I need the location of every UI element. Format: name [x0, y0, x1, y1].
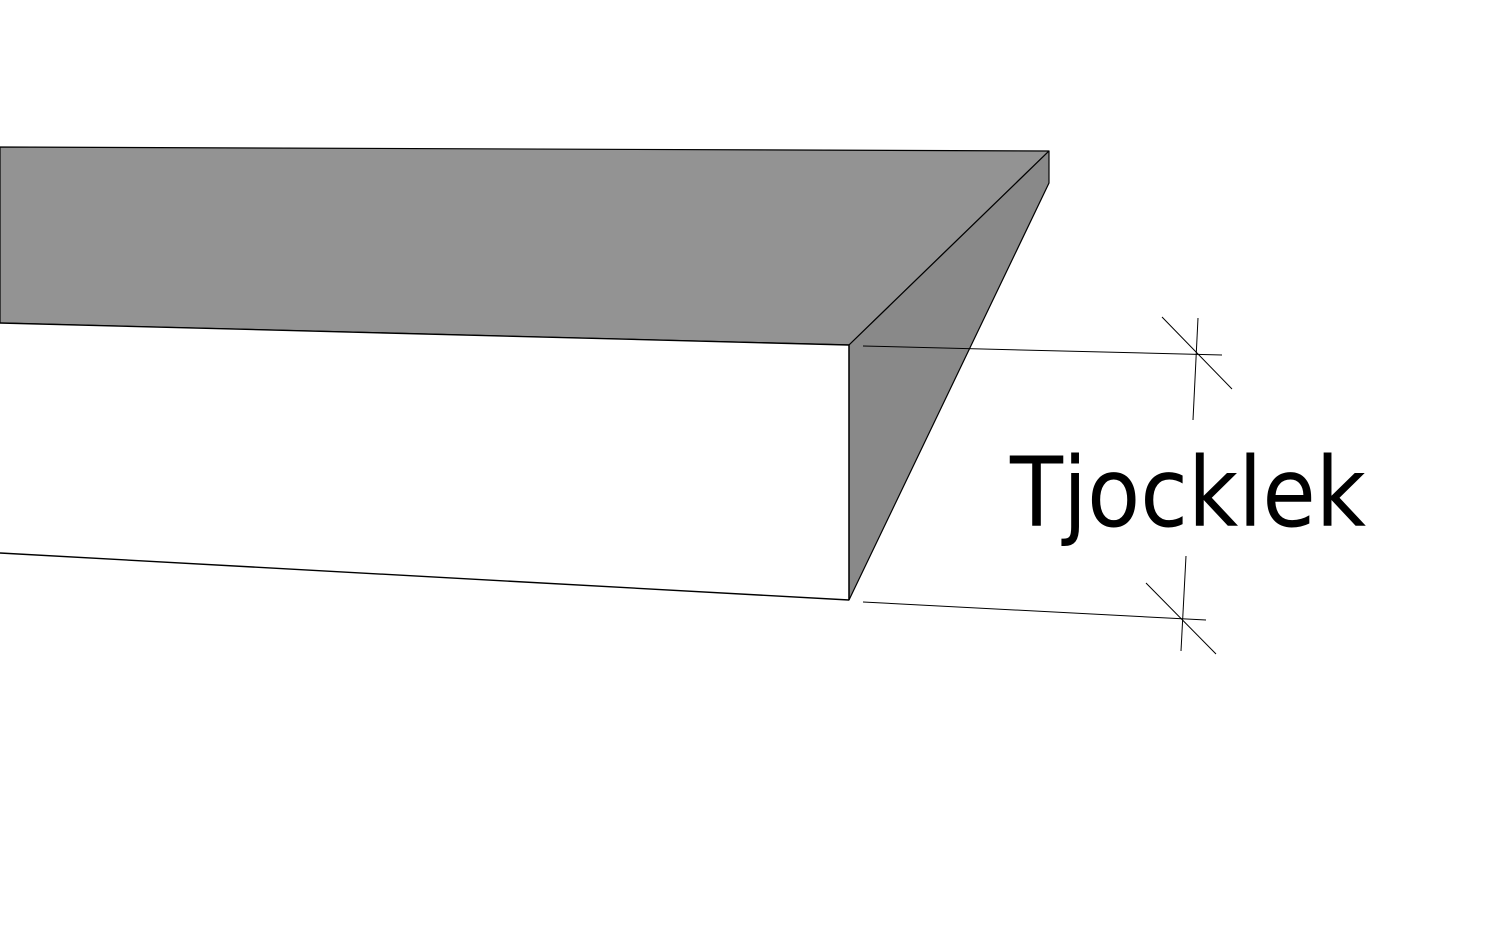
extension-line-bottom [862, 601, 1207, 621]
thickness-label: Tjocklek [1009, 437, 1366, 549]
slab-edges [0, 322, 850, 601]
dimension-line-lower [1180, 555, 1187, 652]
dimension-line-upper [1192, 317, 1199, 421]
extension-line-top [862, 345, 1223, 356]
dimension-extension-lines [862, 345, 1223, 621]
slab-front-face [0, 323, 849, 600]
dimension-tick-bottom [1145, 582, 1217, 655]
dimension-line [1180, 317, 1199, 652]
dimension-tick-top [1161, 316, 1233, 390]
front-bottom-edge [0, 552, 850, 601]
dimension-ticks [1145, 316, 1233, 655]
front-top-edge [0, 322, 850, 346]
